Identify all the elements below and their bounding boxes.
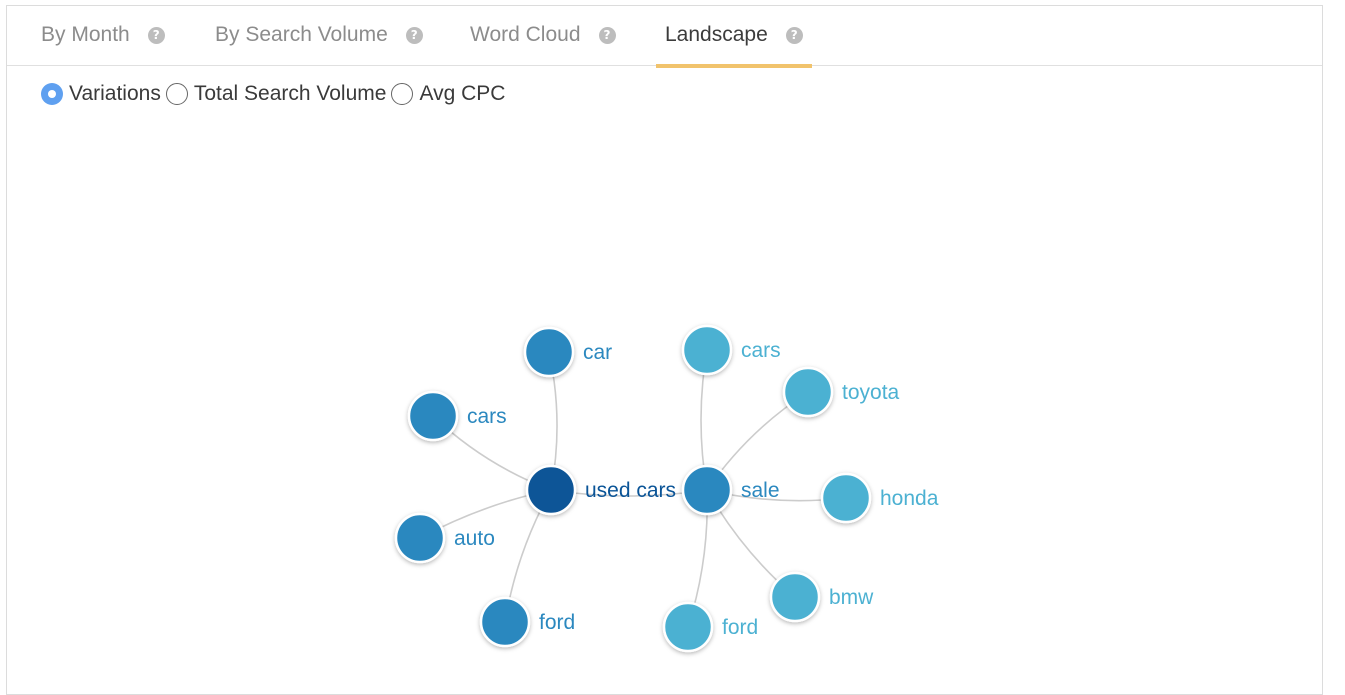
node-label: ford xyxy=(539,611,575,634)
keyword-landscape-graph: used cars car cars auto ford sale cars toyota ho… xyxy=(394,324,939,653)
tab-by-search-volume[interactable]: By Search Volume ? xyxy=(215,6,423,64)
tab-landscape[interactable]: Landscape ? xyxy=(656,6,812,68)
node-label: honda xyxy=(880,487,939,510)
node-circle[interactable] xyxy=(782,366,834,418)
node-label: sale xyxy=(741,479,780,502)
node-label: toyota xyxy=(842,381,900,404)
graph-node-ford-1[interactable]: ford xyxy=(479,596,575,648)
help-icon[interactable]: ? xyxy=(147,26,165,44)
node-label: bmw xyxy=(829,586,874,609)
graph-node-used-cars[interactable]: used cars xyxy=(525,464,676,516)
graph-node-cars-2[interactable]: cars xyxy=(681,324,781,376)
graph-node-honda[interactable]: honda xyxy=(820,472,939,524)
node-label: auto xyxy=(454,527,495,550)
radio-button[interactable] xyxy=(165,83,188,105)
active-tab-indicator xyxy=(656,64,812,68)
node-label: used cars xyxy=(585,479,676,502)
tab-label: Landscape xyxy=(665,23,768,46)
graph-node-toyota[interactable]: toyota xyxy=(782,366,900,418)
radio-label: Variations xyxy=(69,82,161,105)
tab-word-cloud[interactable]: Word Cloud ? xyxy=(470,6,616,64)
radio-variations[interactable]: Variations xyxy=(41,82,161,106)
node-label: car xyxy=(583,341,612,364)
node-circle[interactable] xyxy=(681,464,733,516)
radio-label: Avg CPC xyxy=(419,82,506,105)
node-circle[interactable] xyxy=(523,326,575,378)
node-circle[interactable] xyxy=(479,596,531,648)
graph-node-bmw[interactable]: bmw xyxy=(769,571,874,623)
node-circle[interactable] xyxy=(525,464,577,516)
node-circle[interactable] xyxy=(769,571,821,623)
node-circle[interactable] xyxy=(681,324,733,376)
node-label: cars xyxy=(741,339,781,362)
graph-node-car[interactable]: car xyxy=(523,326,612,378)
graph-node-auto[interactable]: auto xyxy=(394,512,495,564)
node-circle[interactable] xyxy=(662,601,714,653)
tab-label: By Search Volume xyxy=(215,23,388,46)
tab-label: Word Cloud xyxy=(470,23,581,46)
help-icon[interactable]: ? xyxy=(785,26,803,44)
landscape-panel: By Month ? By Search Volume ? Word Cloud… xyxy=(6,5,1323,695)
radio-total-search-volume[interactable]: Total Search Volume xyxy=(165,82,387,106)
tab-by-month[interactable]: By Month ? xyxy=(41,6,165,64)
graph-node-ford-2[interactable]: ford xyxy=(662,601,758,653)
node-label: ford xyxy=(722,616,758,639)
node-circle[interactable] xyxy=(820,472,872,524)
graph-node-cars-1[interactable]: cars xyxy=(407,390,507,442)
help-icon[interactable]: ? xyxy=(405,26,423,44)
node-label: cars xyxy=(467,405,507,428)
help-icon[interactable]: ? xyxy=(598,26,616,44)
radio-button[interactable] xyxy=(41,83,63,105)
tab-label: By Month xyxy=(41,23,130,46)
radio-label: Total Search Volume xyxy=(193,82,387,105)
node-circle[interactable] xyxy=(407,390,459,442)
graph-node-sale[interactable]: sale xyxy=(681,464,780,516)
node-circle[interactable] xyxy=(394,512,446,564)
metric-radio-group: Variations Total Search Volume Avg CPC xyxy=(41,82,510,106)
radio-button[interactable] xyxy=(391,83,414,105)
radio-avg-cpc[interactable]: Avg CPC xyxy=(391,82,505,106)
tab-bar: By Month ? By Search Volume ? Word Cloud… xyxy=(7,6,1322,68)
